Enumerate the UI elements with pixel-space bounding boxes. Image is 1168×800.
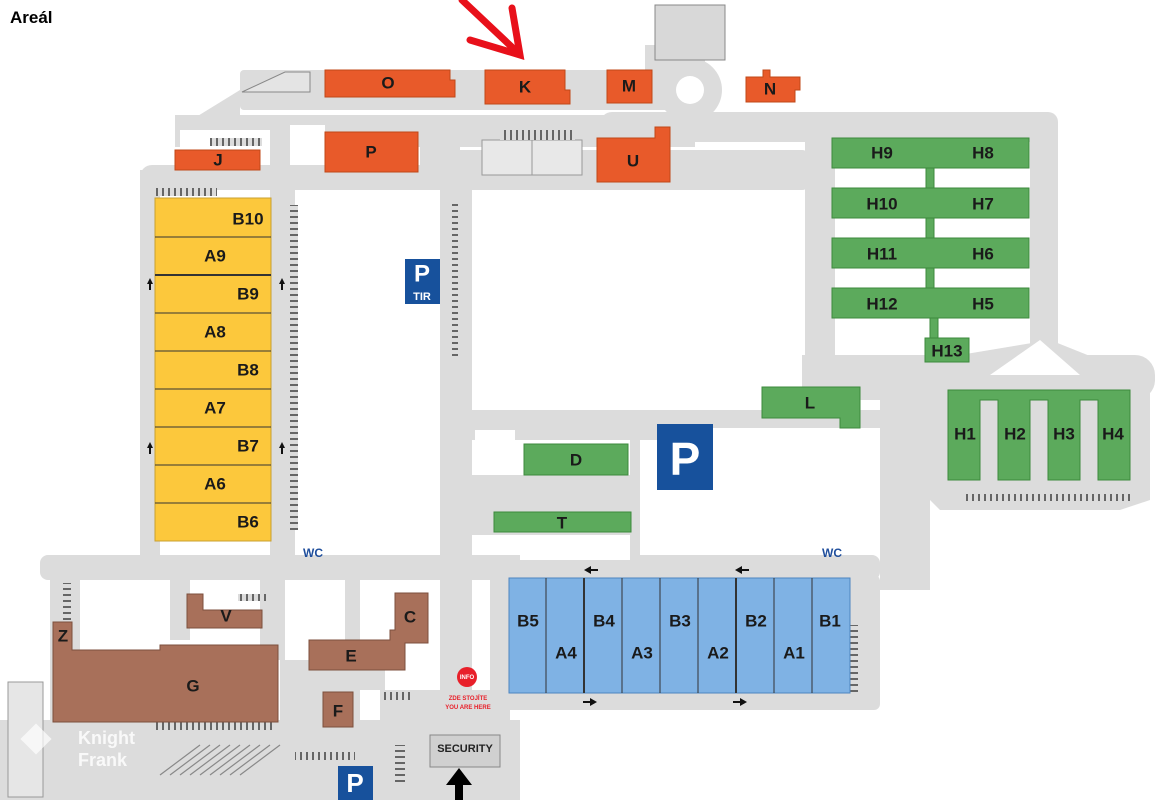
building-h11-h6[interactable]: [831, 237, 1030, 269]
building-k[interactable]: [484, 69, 571, 105]
loading-docks: [63, 130, 1132, 785]
label-b9[interactable]: B9: [237, 285, 259, 304]
label-z: Z: [58, 627, 68, 646]
building-e-c[interactable]: [308, 592, 429, 671]
label-h7: H7: [972, 195, 994, 214]
building-p[interactable]: [324, 131, 419, 173]
label-b2[interactable]: B2: [745, 612, 767, 631]
info-marker[interactable]: INFO: [457, 667, 477, 687]
label-g: G: [186, 677, 199, 696]
label-t: T: [557, 514, 568, 533]
label-a4[interactable]: A4: [555, 644, 577, 663]
label-b5[interactable]: B5: [517, 612, 539, 631]
building-h10-h7[interactable]: [831, 187, 1030, 219]
info-label: INFO: [460, 675, 475, 681]
label-b3[interactable]: B3: [669, 612, 691, 631]
label-n: N: [764, 80, 776, 99]
building-u[interactable]: [596, 126, 671, 183]
label-a3[interactable]: A3: [631, 644, 653, 663]
parking-tir-label: TIR: [413, 291, 431, 303]
label-h5: H5: [972, 295, 994, 314]
label-h12: H12: [866, 295, 897, 314]
building-f[interactable]: [322, 691, 354, 728]
label-h2: H2: [1004, 425, 1026, 444]
building-h12-h5[interactable]: [831, 287, 1030, 319]
label-h8: H8: [972, 144, 994, 163]
entrance-arrow-icon: [446, 768, 472, 800]
building-v[interactable]: [186, 593, 263, 629]
warehouse-yellow: [154, 197, 272, 542]
label-d: D: [570, 451, 582, 470]
parking-tir[interactable]: P TIR: [405, 259, 440, 304]
label-b7[interactable]: B7: [237, 437, 259, 456]
label-a2[interactable]: A2: [707, 644, 729, 663]
map-title: Areál: [10, 8, 53, 27]
watermark-frank: Frank: [78, 750, 128, 770]
label-h6: H6: [972, 245, 994, 264]
label-o: O: [381, 74, 394, 93]
parking-tir-p: P: [414, 261, 430, 288]
you-are-here-cz: ZDE STOJÍTE: [449, 694, 488, 702]
hatch-area: [159, 744, 281, 776]
you-are-here-en: YOU ARE HERE: [445, 705, 490, 711]
label-b4[interactable]: B4: [593, 612, 615, 631]
label-h4: H4: [1102, 425, 1124, 444]
label-m: M: [622, 77, 636, 96]
label-v: V: [220, 607, 232, 626]
parking-main-p: P: [670, 433, 701, 485]
parking-entrance-p: P: [346, 768, 363, 798]
parking-main[interactable]: P: [657, 424, 713, 490]
building-o[interactable]: [324, 69, 456, 98]
building-h1-h4[interactable]: [947, 389, 1131, 481]
label-h9: H9: [871, 144, 893, 163]
direction-arrows-left: [147, 278, 285, 454]
building-l[interactable]: [761, 386, 861, 429]
label-h1: H1: [954, 425, 976, 444]
label-l: L: [805, 394, 815, 413]
label-h10: H10: [866, 195, 897, 214]
building-t[interactable]: [493, 511, 632, 533]
building-d[interactable]: [523, 443, 629, 476]
label-h11: H11: [867, 245, 897, 264]
label-f: F: [333, 702, 343, 721]
watermark-knight: Knight: [78, 728, 135, 748]
direction-arrows-blue: [583, 566, 749, 706]
warehouse-blue: [508, 577, 851, 694]
label-b10[interactable]: B10: [232, 210, 263, 229]
building-m[interactable]: [606, 69, 653, 104]
building-j[interactable]: [174, 149, 261, 171]
label-p-building: P: [365, 143, 376, 162]
parking-entrance[interactable]: P: [338, 766, 373, 800]
building-g[interactable]: [52, 621, 279, 723]
label-h3: H3: [1053, 425, 1075, 444]
wc-label-left: WC: [303, 546, 323, 560]
label-b1[interactable]: B1: [819, 612, 841, 631]
building-h13[interactable]: [924, 337, 970, 363]
label-a8[interactable]: A8: [204, 323, 226, 342]
label-j: J: [213, 151, 222, 170]
label-b6[interactable]: B6: [237, 513, 259, 532]
label-a9[interactable]: A9: [204, 247, 226, 266]
label-a6[interactable]: A6: [204, 475, 226, 494]
label-a1[interactable]: A1: [783, 644, 805, 663]
red-arrow-icon: [458, 0, 525, 60]
label-e: E: [345, 647, 356, 666]
label-b8[interactable]: B8: [237, 361, 259, 380]
label-a7[interactable]: A7: [204, 399, 226, 418]
wc-label-right: WC: [822, 546, 842, 560]
label-c: C: [404, 608, 416, 627]
security-label: SECURITY: [437, 743, 493, 755]
building-h9-h8[interactable]: [831, 137, 1030, 169]
building-n[interactable]: [745, 69, 801, 103]
label-k: K: [519, 78, 532, 97]
label-u: U: [627, 152, 639, 171]
label-h13: H13: [931, 342, 962, 361]
